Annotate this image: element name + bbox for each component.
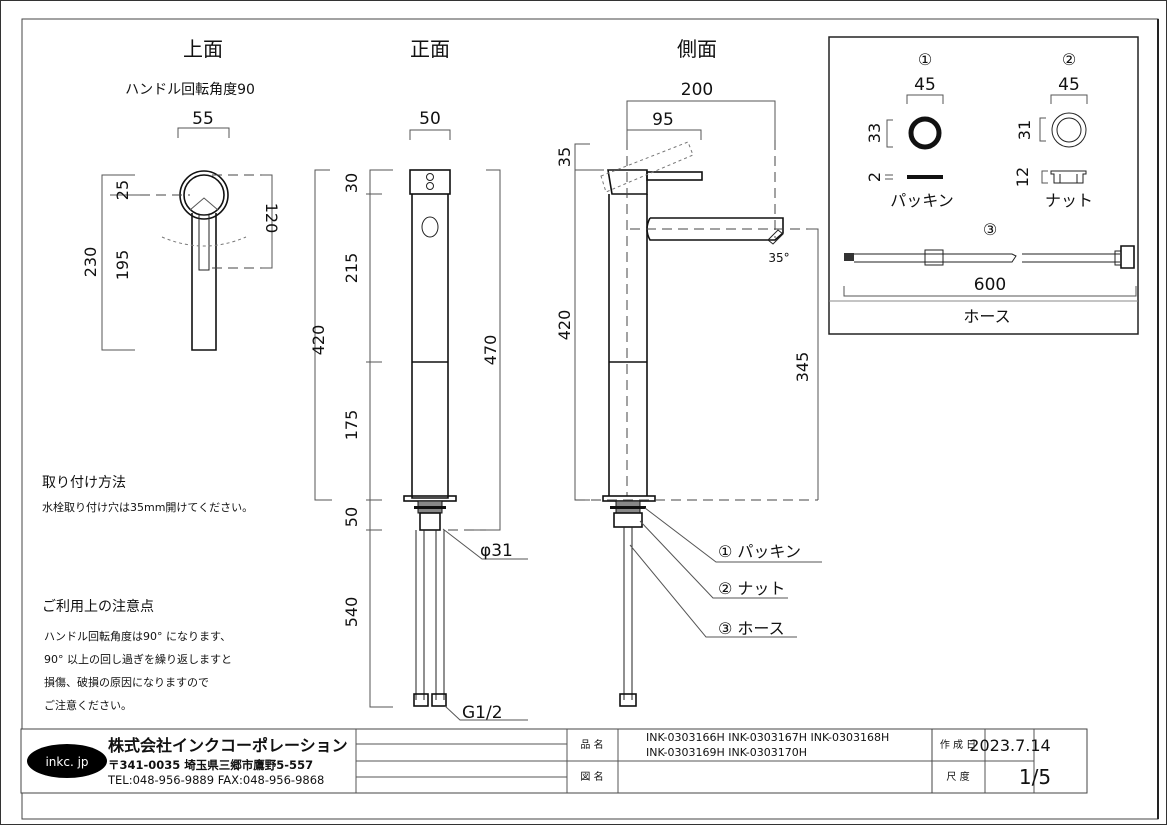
caution-line-2: 90° 以上の回し過ぎを繰り返しますと (44, 653, 232, 666)
callout-hose: ③ ホース (718, 619, 785, 638)
nut-height-dim: 12 (1013, 167, 1032, 187)
hose-length-dim: 600 (974, 275, 1006, 295)
hose-label: ホース (963, 307, 1010, 326)
dim-front-width: 50 (419, 109, 441, 129)
parts-box: ① 45 33 2 パッキン ② 45 31 12 ナット ③ 600 ホース (828, 36, 1139, 335)
front-view: 正面 50 30 215 175 420 470 50 540 φ31 G1/2 (309, 37, 528, 723)
created-date: 2023.7.14 (969, 736, 1050, 755)
top-view-title: 上面 (183, 37, 223, 61)
dim-front-420: 420 (309, 325, 328, 356)
packing-number: ① (918, 50, 932, 69)
spout-angle: 35° (768, 251, 789, 265)
dim-top-195: 195 (113, 250, 132, 281)
handle-ring (179, 170, 229, 220)
dim-thread-g12: G1/2 (462, 703, 503, 723)
dim-side-200: 200 (681, 80, 713, 100)
title-block: inkc. jp 株式会社インクコーポレーション 〒341-0035 埼玉県三郷… (20, 728, 1088, 794)
logo-text: inkc. jp (45, 755, 88, 769)
product-names-line2: INK-0303169H INK-0303170H (646, 746, 807, 759)
scale-label: 尺 度 (946, 770, 969, 783)
side-view-title: 側面 (677, 37, 717, 61)
company-logo (27, 744, 107, 778)
side-view: 側面 200 95 35° 35 420 345 (555, 37, 822, 707)
caution-line-1: ハンドル回転角度は90° になります、 (44, 630, 232, 643)
caution-line-4: ご注意ください。 (44, 699, 132, 712)
dim-side-345: 345 (793, 352, 812, 383)
dim-phi31: φ31 (480, 541, 513, 561)
product-names-line1: INK-0303166H INK-0303167H INK-0303168H (646, 731, 889, 744)
company-address: 〒341-0035 埼玉県三郷市鷹野5-557 (108, 758, 313, 772)
created-date-label: 作 成 日 (940, 739, 976, 751)
dim-top-width: 55 (192, 109, 214, 129)
callout-packing: ① パッキン (718, 542, 801, 561)
dim-top-25: 25 (113, 180, 132, 200)
hose-number: ③ (983, 220, 997, 239)
packing-inner-dim: 33 (865, 123, 884, 143)
top-view: 上面 ハンドル回転角度90 55 25 195 230 120 (81, 37, 281, 351)
dim-top-230: 230 (81, 247, 100, 278)
dim-front-175: 175 (342, 410, 361, 441)
packing-outer-dim: 45 (914, 75, 936, 95)
packing-thickness-dim: 2 (865, 172, 884, 182)
dim-front-540: 540 (342, 597, 361, 628)
install-text: 水栓取り付け穴は35mm開けてください。 (42, 501, 254, 514)
nut-label: ナット (1045, 191, 1093, 210)
nut-outer-dim: 45 (1058, 75, 1080, 95)
front-view-title: 正面 (410, 37, 450, 61)
dim-side-35: 35 (555, 147, 574, 167)
packing-ring (908, 116, 942, 150)
nut-inner-dim: 31 (1015, 120, 1034, 140)
dim-front-50: 50 (342, 507, 361, 527)
nut-ring (1051, 112, 1087, 148)
nut-number: ② (1062, 50, 1076, 69)
packing-label: パッキン (890, 191, 954, 210)
company-contact: TEL:048-956-9889 FAX:048-956-9868 (107, 773, 324, 787)
handle-rotation-note: ハンドル回転角度90 (125, 82, 255, 98)
dim-front-215: 215 (342, 253, 361, 284)
scale-value: 1/5 (1019, 765, 1051, 789)
dim-front-470: 470 (481, 335, 500, 366)
dim-side-95: 95 (652, 110, 674, 130)
company-name: 株式会社インクコーポレーション (108, 736, 348, 755)
drawing-name-label: 図 名 (580, 770, 603, 783)
install-heading: 取り付け方法 (42, 475, 126, 491)
caution-heading: ご利用上の注意点 (42, 599, 154, 615)
product-name-label: 品 名 (580, 738, 603, 751)
dim-top-120: 120 (262, 203, 281, 234)
dim-front-30: 30 (342, 173, 361, 193)
dim-side-420: 420 (555, 310, 574, 341)
drawing-frame (21, 18, 1159, 820)
caution-line-3: 損傷、破損の原因になりますので (44, 676, 209, 689)
callout-nut: ② ナット (718, 579, 785, 598)
